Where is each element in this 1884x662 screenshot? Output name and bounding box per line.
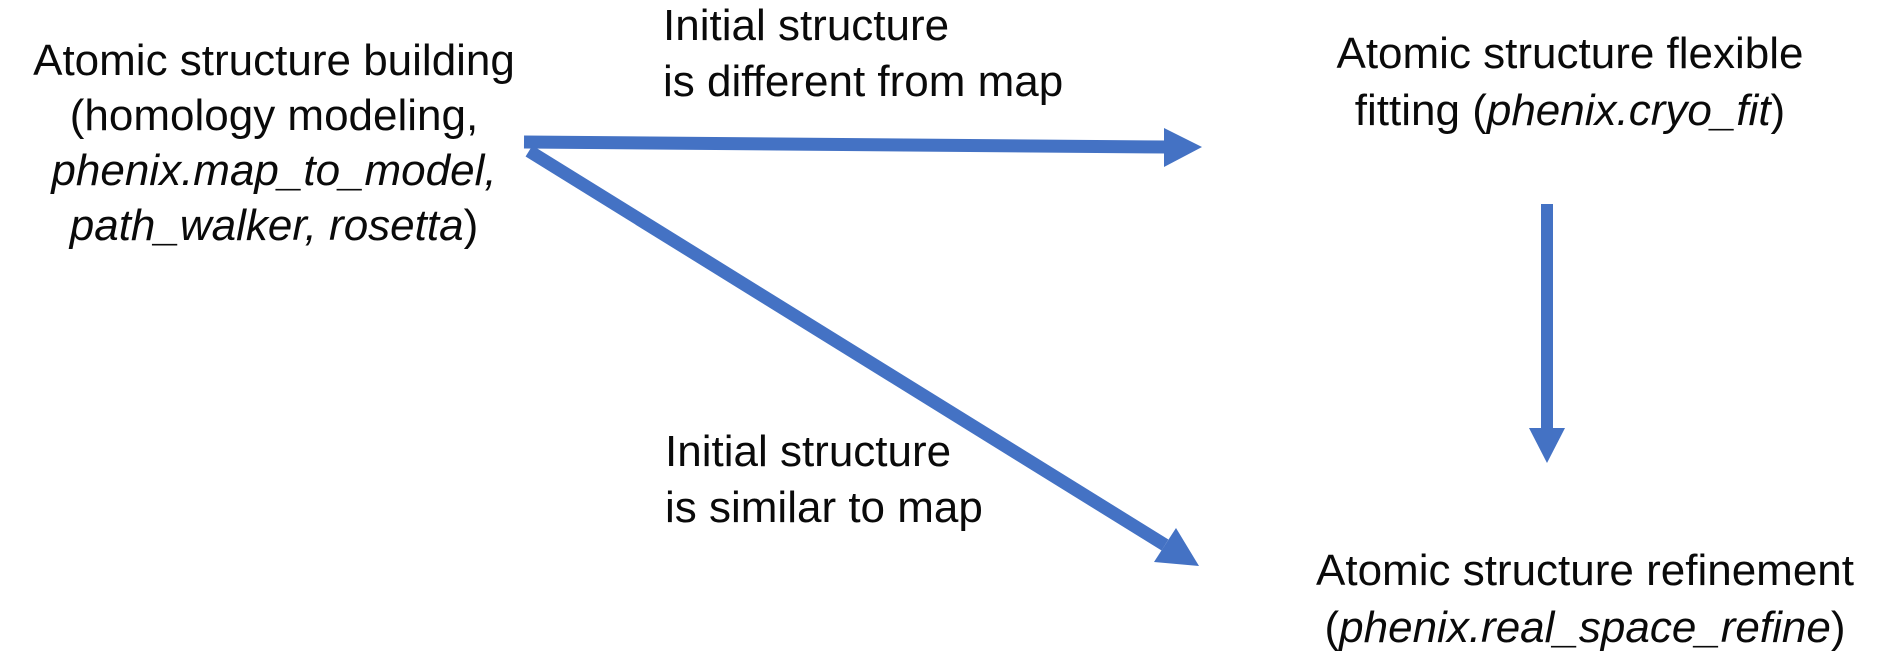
- arrow-building-to-refinement: [525, 145, 1199, 566]
- node-refinement-line-1: Atomic structure refinement: [1316, 546, 1854, 595]
- node-building-line-4: path_walker, rosetta): [0, 198, 548, 253]
- right-arrow-head-icon: [1164, 128, 1202, 167]
- arrow-building-to-fitting: [523, 128, 1202, 167]
- edge-label-similar-line-2: is similar to map: [665, 483, 983, 532]
- node-fitting-line-1: Atomic structure flexible: [1336, 29, 1804, 78]
- edge-label-different-line-1: Initial structure: [663, 1, 950, 50]
- node-building-line-2: (homology modeling,: [69, 91, 479, 140]
- arrow-fitting-to-refinement: [1529, 204, 1565, 463]
- node-fitting-line-2-post: ): [1770, 86, 1786, 135]
- edge-label-different-line-2: is different from map: [663, 57, 1064, 106]
- down-right-arrow-shaft: [525, 145, 1169, 551]
- edge-label-different-from-map: Initial structure is different from map: [663, 0, 1063, 110]
- node-refinement-line-2: (phenix.real_space_refine): [1275, 599, 1884, 656]
- down-right-arrow-head-icon: [1154, 528, 1199, 566]
- node-building-line-4-italic: path_walker, rosetta: [69, 201, 464, 250]
- node-refinement-line-2-pre: (: [1324, 603, 1340, 652]
- edge-label-similar-line-1: Initial structure: [665, 427, 952, 476]
- node-building-line-4-close-paren: ): [463, 201, 479, 250]
- node-atomic-structure-flexible-fitting: Atomic structure flexible fitting (pheni…: [1265, 25, 1875, 139]
- node-building-line-1: Atomic structure building: [33, 36, 515, 85]
- node-refinement-line-2-post: ): [1830, 603, 1846, 652]
- node-building-line-3: phenix.map_to_model,: [51, 146, 497, 195]
- node-atomic-structure-refinement: Atomic structure refinement (phenix.real…: [1275, 542, 1884, 656]
- down-arrow-head-icon: [1529, 428, 1565, 463]
- node-fitting-line-2-italic: phenix.cryo_fit: [1486, 86, 1771, 135]
- right-arrow-shaft: [523, 135, 1168, 154]
- node-refinement-line-2-italic: phenix.real_space_refine: [1339, 603, 1831, 652]
- node-fitting-line-2-pre: fitting (: [1354, 86, 1487, 135]
- node-atomic-structure-building: Atomic structure building (homology mode…: [0, 33, 548, 253]
- node-fitting-line-2: fitting (phenix.cryo_fit): [1265, 82, 1875, 139]
- edge-label-similar-to-map: Initial structure is similar to map: [665, 424, 983, 536]
